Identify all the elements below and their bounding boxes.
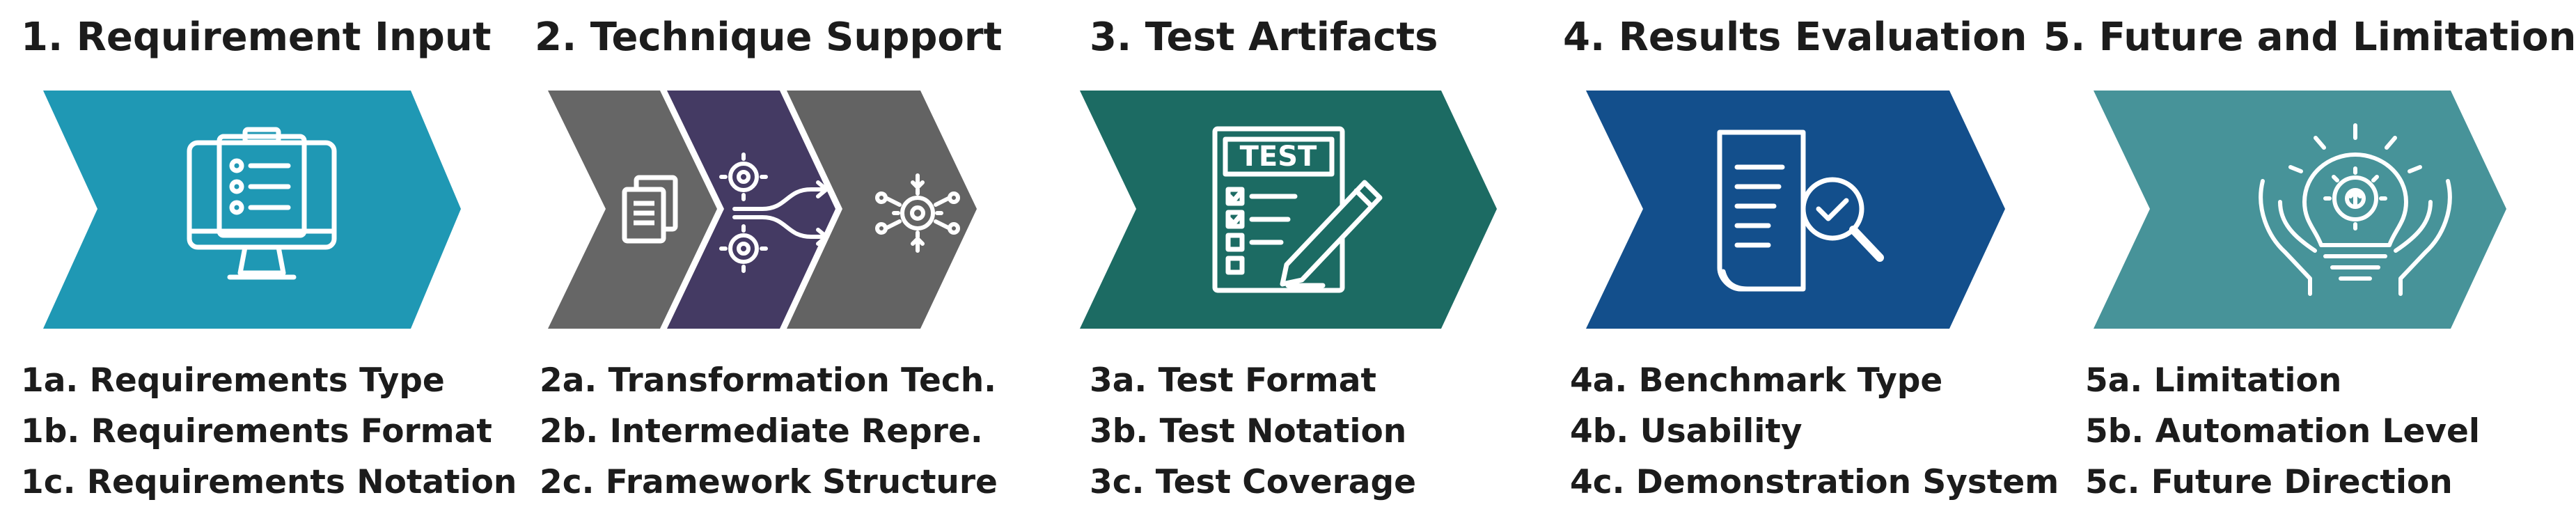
- stage-4-title: 4. Results Evaluation: [1563, 15, 2027, 60]
- stage-3-item: 3a. Test Format: [1090, 361, 1376, 400]
- documents-icon: [622, 175, 678, 244]
- stage-5-title: 5. Future and Limitation: [2043, 15, 2576, 60]
- stage-2-item: 2a. Transformation Tech.: [540, 361, 997, 400]
- stage-1-title: 1. Requirement Input: [21, 15, 492, 60]
- stage-1-item: 1a. Requirements Type: [21, 361, 445, 400]
- stage-5-item: 5c. Future Direction: [2085, 463, 2453, 501]
- monitor-checklist-icon: [187, 127, 337, 280]
- stage-5-item: 5a. Limitation: [2085, 361, 2342, 400]
- hands-lightbulb-gear-icon: [2259, 123, 2452, 296]
- stage-2-item: 2c. Framework Structure: [540, 463, 998, 501]
- stage-4-items: 4a. Benchmark Type 4b. Usability 4c. Dem…: [1570, 355, 2059, 508]
- stage-4-item: 4c. Demonstration System: [1570, 463, 2059, 501]
- stage-2-item: 2b. Intermediate Repre.: [540, 412, 983, 451]
- test-label: TEST: [1240, 141, 1317, 173]
- stage-2-chevron-right: [787, 91, 977, 329]
- stage-3-item: 3b. Test Notation: [1090, 412, 1407, 451]
- test-sheet-pencil-icon: [1212, 126, 1383, 293]
- stage-2-title: 2. Technique Support: [535, 15, 1003, 60]
- stage-2-items: 2a. Transformation Tech. 2b. Intermediat…: [540, 355, 998, 508]
- stage-4-item: 4a. Benchmark Type: [1570, 361, 1943, 400]
- stage-5-chevron: [2094, 91, 2506, 329]
- stage-5-items: 5a. Limitation 5b. Automation Level 5c. …: [2085, 355, 2480, 508]
- network-gear-icon: [875, 173, 960, 253]
- stage-4-item: 4b. Usability: [1570, 412, 1803, 451]
- gears-flow-icon: [719, 152, 830, 273]
- stage-4-chevron: [1586, 91, 2005, 329]
- stage-3-chevron: [1080, 91, 1497, 329]
- stage-3-items: 3a. Test Format 3b. Test Notation 3c. Te…: [1090, 355, 1416, 508]
- stage-5-item: 5b. Automation Level: [2085, 412, 2480, 451]
- stage-3-title: 3. Test Artifacts: [1090, 15, 1438, 60]
- stage-1-items: 1a. Requirements Type 1b. Requirements F…: [21, 355, 517, 508]
- document-magnifier-check-icon: [1717, 130, 1884, 292]
- stage-1-item: 1c. Requirements Notation: [21, 463, 517, 501]
- stage-3-item: 3c. Test Coverage: [1090, 463, 1416, 501]
- stage-1-item: 1b. Requirements Format: [21, 412, 492, 451]
